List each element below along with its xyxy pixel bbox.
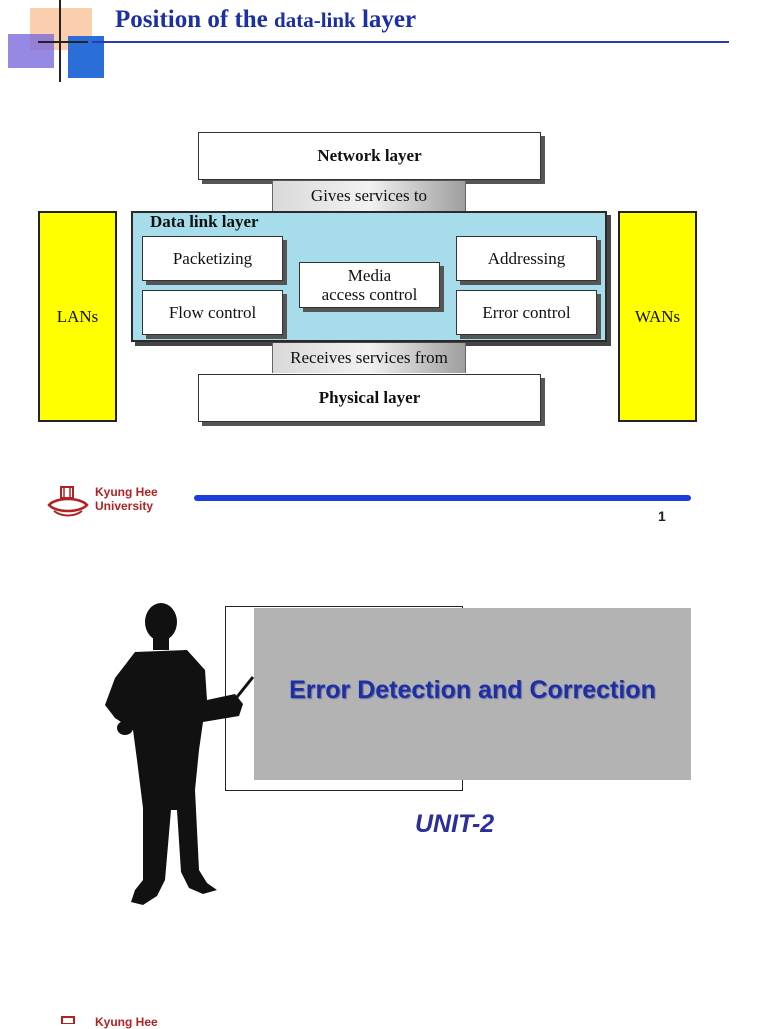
university-emblem-icon-2 [61, 1016, 75, 1024]
university-line1: Kyung Hee [95, 485, 158, 499]
corner-square-purple [8, 34, 54, 68]
error-control-box: Error control [456, 290, 597, 335]
receives-services-connector: Receives services from [272, 343, 466, 373]
addressing-box: Addressing [456, 236, 597, 281]
slide2-title: Error Detection and Correction [289, 676, 656, 704]
media-access-line2: access control [321, 285, 418, 304]
corner-horizontal-line [38, 41, 88, 43]
media-access-control-box: Media access control [299, 262, 440, 308]
slide-title-suffix: layer [355, 6, 417, 33]
university-emblem-icon [47, 486, 89, 517]
data-link-layer-title: Data link layer [150, 212, 259, 231]
media-access-line1: Media [347, 266, 392, 285]
physical-layer-box: Physical layer [198, 374, 541, 422]
packetizing-box: Packetizing [142, 236, 283, 281]
unit-label: UNIT-2 [415, 810, 495, 838]
slide-title: Position of the data-link layer [115, 6, 416, 34]
slide-title-prefix: Position of the [115, 6, 275, 33]
university-name-1: Kyung Hee University [95, 485, 158, 513]
corner-square-blue [68, 36, 104, 78]
footer-rule [194, 495, 691, 501]
university-line2: University [95, 499, 154, 513]
wans-box: WANs [618, 211, 697, 422]
gives-services-connector: Gives services to [272, 181, 466, 211]
page-number: 1 [658, 508, 666, 524]
network-layer-box: Network layer [198, 132, 541, 180]
slide-title-middle: data-link [274, 8, 356, 32]
title-underline [92, 41, 729, 43]
university-name-2: Kyung Hee [95, 1015, 158, 1029]
title-banner [254, 608, 691, 780]
presenter-silhouette-icon [105, 603, 255, 905]
flow-control-box: Flow control [142, 290, 283, 335]
lans-box: LANs [38, 211, 117, 422]
